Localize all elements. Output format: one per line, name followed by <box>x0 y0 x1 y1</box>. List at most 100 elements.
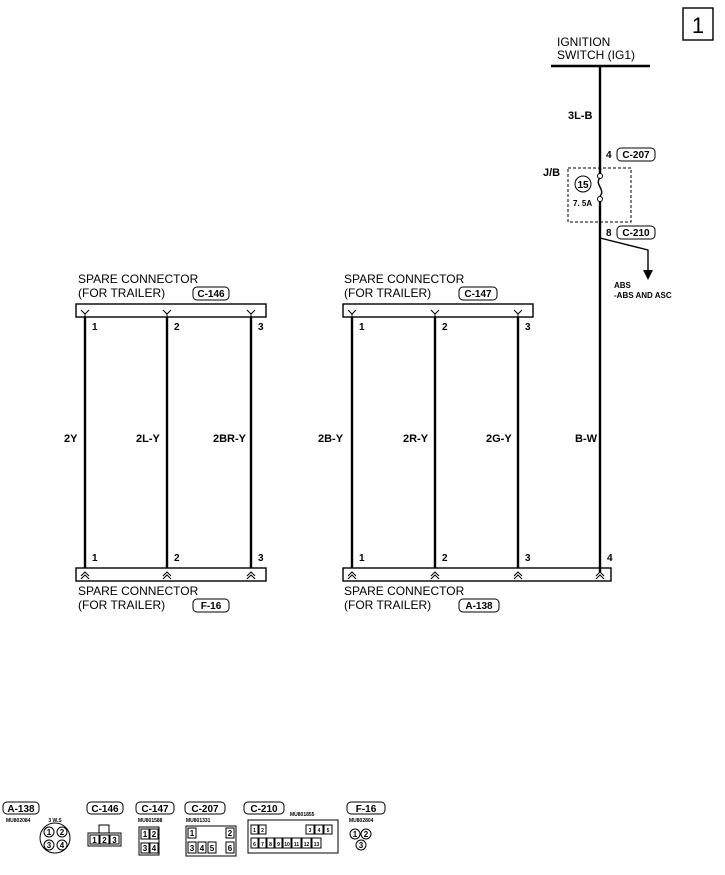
legend-c146-code: C-146 <box>91 804 119 815</box>
a138-pin-3: 3 <box>525 553 531 564</box>
c146-pin-2: 2 <box>174 322 180 333</box>
legend-a138: A-138 MU802084 3 W.S 1 2 3 4 <box>2 801 71 854</box>
svg-text:2: 2 <box>152 830 157 839</box>
abs-branch: ABS -ABS AND ASC <box>599 237 672 300</box>
wire-label-2by: 2B-Y <box>318 433 344 445</box>
branch-line1: ABS <box>614 281 632 290</box>
wire-label-2gy: 2G-Y <box>486 433 512 445</box>
page-number: 1 <box>692 13 704 38</box>
svg-text:1: 1 <box>353 830 358 839</box>
legend-a138-note: 3 W.S <box>48 818 62 824</box>
ignition-switch: IGNITION SWITCH (IG1) <box>551 35 650 68</box>
fuse-icon <box>597 177 603 197</box>
wire-label-2ry: 2R-Y <box>403 433 429 445</box>
legend-c210: C-210 MU801855 1 2 3 4 5 6 7 8 9 10 <box>243 801 339 854</box>
c147-pin-1: 1 <box>359 322 365 333</box>
f16-pin-1: 1 <box>92 553 98 564</box>
connector-legend: A-138 MU802084 3 W.S 1 2 3 4 C-146 1 2 3 <box>2 801 386 857</box>
page-number-box: 1 <box>682 7 714 41</box>
connector-c146: SPARE CONNECTOR (FOR TRAILER) C-146 1 2 … <box>75 272 267 333</box>
svg-text:3: 3 <box>112 836 117 845</box>
legend-c147-part: MU801588 <box>138 818 163 824</box>
f16-code: F-16 <box>201 601 222 612</box>
legend-c207-part: MU801331 <box>186 818 211 824</box>
a138-code: A-138 <box>465 601 493 612</box>
svg-text:6: 6 <box>253 842 256 848</box>
fuse-number-circle <box>574 175 592 193</box>
legend-c147: C-147 MU801588 1 2 3 4 <box>135 801 175 856</box>
svg-text:1: 1 <box>47 828 52 837</box>
svg-text:12: 12 <box>304 842 310 848</box>
svg-text:1: 1 <box>190 829 195 838</box>
connector-c147: SPARE CONNECTOR (FOR TRAILER) C-147 1 2 … <box>342 272 534 333</box>
svg-text:2: 2 <box>261 828 264 834</box>
ignition-label-line2: SWITCH (IG1) <box>557 48 635 62</box>
c146-pin-1: 1 <box>92 322 98 333</box>
c147-pin-2: 2 <box>442 322 448 333</box>
c146-line2: (FOR TRAILER) <box>78 286 165 300</box>
c146-line1: SPARE CONNECTOR <box>78 272 199 286</box>
svg-text:7: 7 <box>261 842 264 848</box>
svg-text:2: 2 <box>102 836 107 845</box>
f16-line1: SPARE CONNECTOR <box>78 584 199 598</box>
wire-label-bw: B-W <box>575 433 598 445</box>
connector-a138: 1 2 3 SPARE CONNECTOR (FOR TRAILER) A-13… <box>342 553 612 613</box>
legend-c207: C-207 MU801331 1 2 3 4 5 6 <box>184 801 237 857</box>
connector-f16: 1 2 3 SPARE CONNECTOR (FOR TRAILER) F-16 <box>75 553 267 613</box>
svg-text:3: 3 <box>47 841 52 850</box>
a138-pin-1: 1 <box>359 553 365 564</box>
jb-in-pin: 4 <box>606 150 612 161</box>
legend-a138-part: MU802084 <box>6 818 31 824</box>
svg-text:3: 3 <box>143 844 148 853</box>
legend-c146: C-146 1 2 3 <box>86 801 124 847</box>
svg-text:4: 4 <box>200 844 205 853</box>
c147-code: C-147 <box>464 289 492 300</box>
junction-block: 4 C-207 J/B 15 7. 5A 8 C-210 <box>543 147 656 240</box>
a138-pin-2: 2 <box>442 553 448 564</box>
legend-f16: F-16 MU802804 1 2 3 <box>346 801 386 851</box>
wire-label-3lb: 3L-B <box>568 110 593 122</box>
ignition-label-line1: IGNITION <box>557 35 610 49</box>
svg-text:5: 5 <box>210 844 215 853</box>
jb-out-connector: C-210 <box>622 228 650 239</box>
svg-text:9: 9 <box>277 842 280 848</box>
svg-text:3: 3 <box>190 844 195 853</box>
svg-text:1: 1 <box>143 830 148 839</box>
f16-pin-3: 3 <box>258 553 264 564</box>
legend-f16-part: MU802804 <box>349 818 374 824</box>
a138-pin-4: 4 <box>607 553 613 564</box>
fuse-number: 15 <box>577 180 589 191</box>
fuse-rating: 7. 5A <box>573 199 592 208</box>
connector-tag-c210 <box>616 225 656 240</box>
wire-label-2bry: 2BR-Y <box>213 433 247 445</box>
legend-c207-code: C-207 <box>191 804 219 815</box>
svg-text:2: 2 <box>364 830 369 839</box>
svg-text:1: 1 <box>92 836 97 845</box>
svg-text:6: 6 <box>228 844 233 853</box>
legend-a138-code: A-138 <box>7 804 35 815</box>
branch-line2: -ABS AND ASC <box>614 291 672 300</box>
svg-text:13: 13 <box>314 842 320 848</box>
legend-f16-code: F-16 <box>356 804 377 815</box>
svg-text:1: 1 <box>253 828 256 834</box>
c147-line1: SPARE CONNECTOR <box>344 272 465 286</box>
a138-line2: (FOR TRAILER) <box>344 598 431 612</box>
f16-pin-2: 2 <box>174 553 180 564</box>
wire-label-2ly: 2L-Y <box>136 433 161 445</box>
c146-pin-3: 3 <box>258 322 264 333</box>
jb-label: J/B <box>543 167 560 179</box>
arrow-down-icon <box>643 270 653 280</box>
jb-in-connector: C-207 <box>622 150 650 161</box>
svg-text:2: 2 <box>228 829 233 838</box>
c147-line2: (FOR TRAILER) <box>344 286 431 300</box>
svg-text:3: 3 <box>309 828 312 834</box>
svg-text:4: 4 <box>60 841 65 850</box>
svg-text:5: 5 <box>327 828 330 834</box>
jb-out-pin: 8 <box>606 228 612 239</box>
svg-text:10: 10 <box>284 842 290 848</box>
svg-text:4: 4 <box>318 828 321 834</box>
svg-text:11: 11 <box>294 842 300 848</box>
c147-pin-3: 3 <box>525 322 531 333</box>
